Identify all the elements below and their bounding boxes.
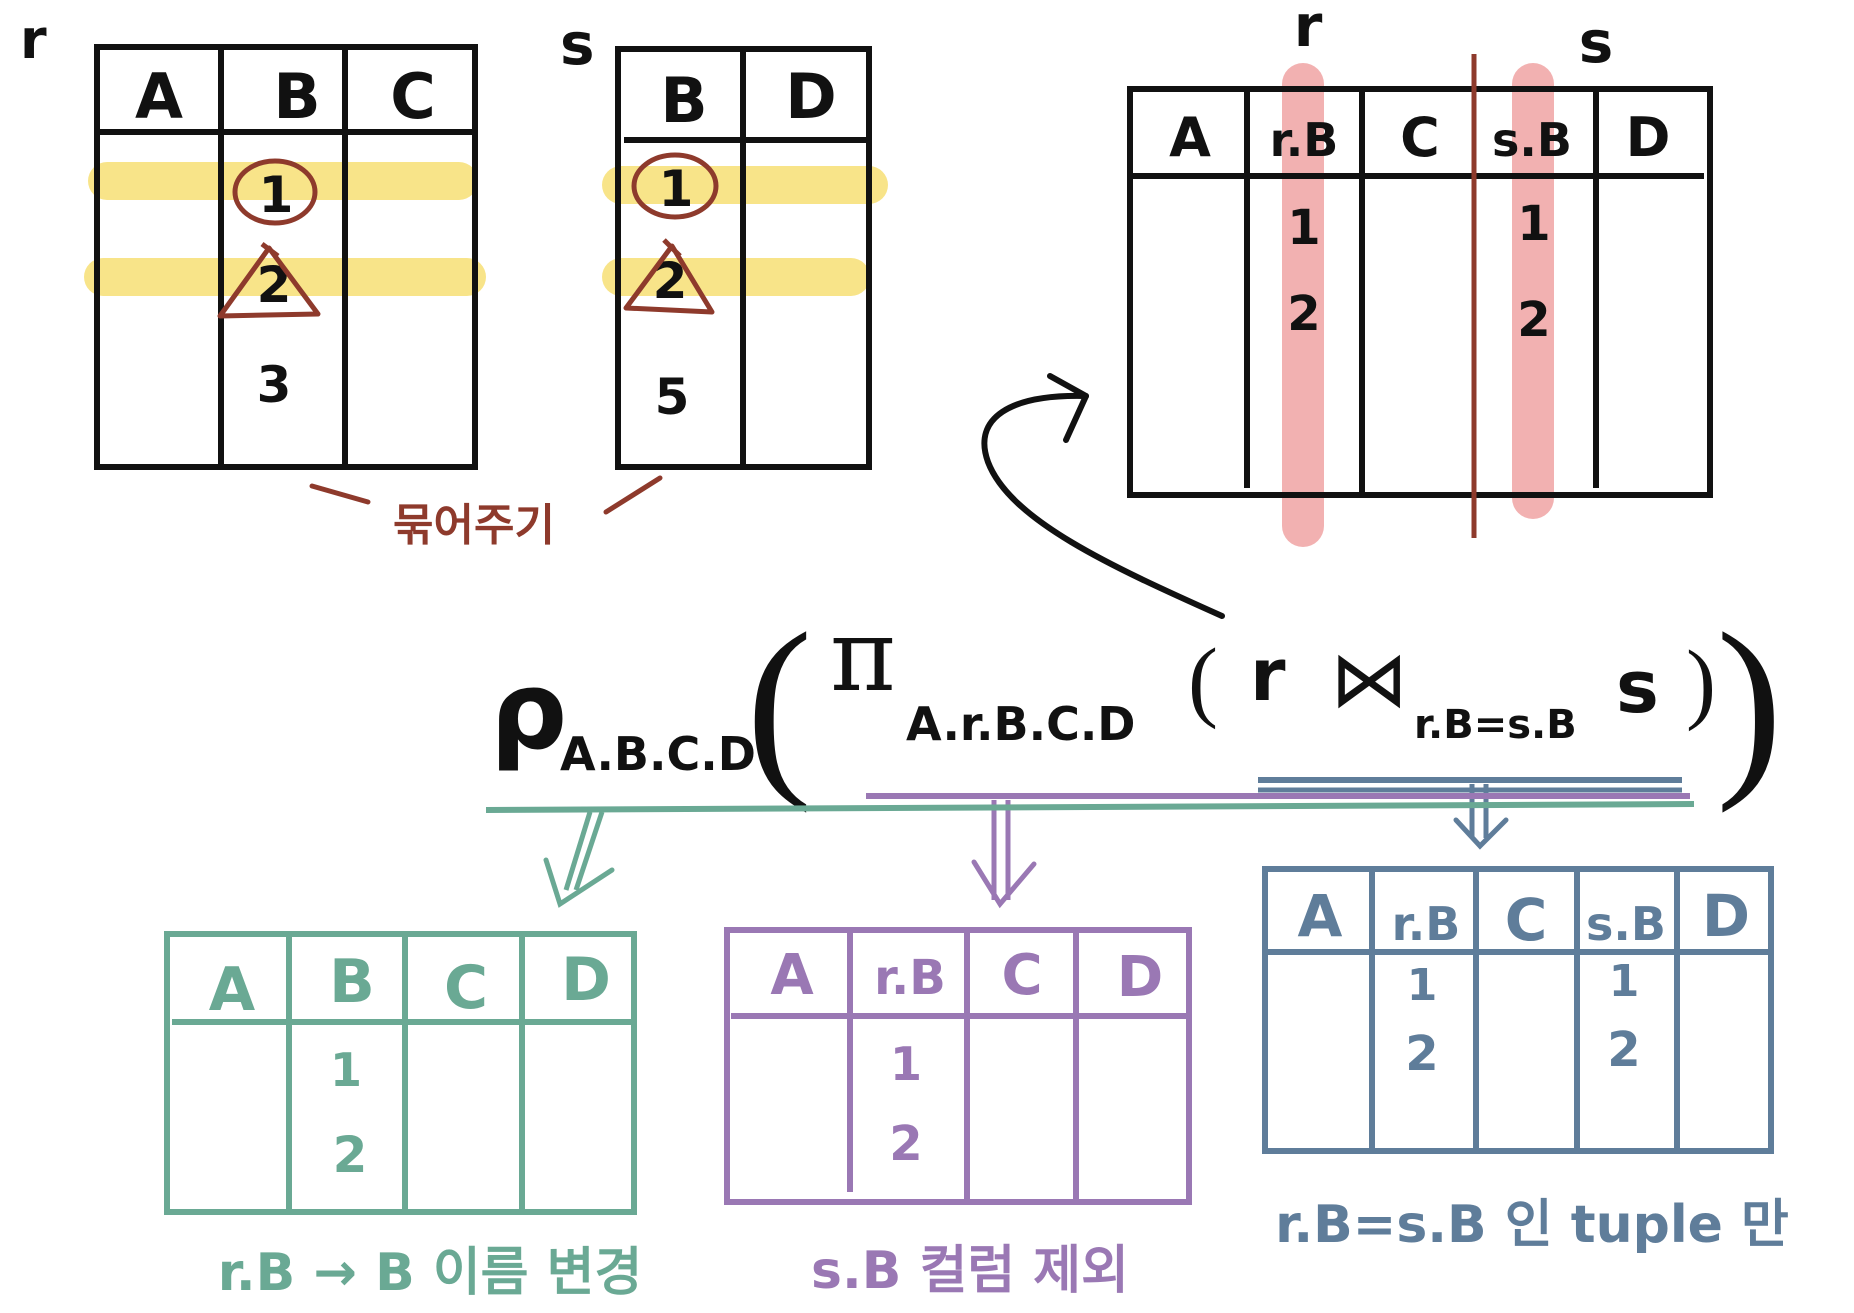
green-header-b: B	[329, 947, 375, 1017]
purple-header-c: C	[1001, 943, 1042, 1008]
joined-header-a: A	[1169, 106, 1211, 169]
green-b-value-1: 1	[330, 1043, 362, 1097]
table-r-value-1: 1	[259, 166, 294, 224]
green-header-d: D	[561, 945, 611, 1015]
circle-mark	[631, 152, 719, 220]
table-s-header-d: D	[785, 60, 836, 133]
table-s: s B D 1 2 5	[560, 10, 888, 470]
circle-mark	[232, 158, 318, 226]
right-operand: s	[1616, 645, 1659, 729]
join-subscript: r.B=s.B	[1414, 702, 1577, 748]
bind-note: 묶어주기	[393, 500, 555, 551]
joined-header-c: C	[1400, 106, 1440, 169]
purple-rb-value-1: 1	[890, 1037, 922, 1091]
curved-arrow	[981, 373, 1225, 619]
blue-sb-value-2: 2	[1607, 1022, 1640, 1078]
table-r-name: r	[20, 8, 47, 71]
purple-caption: s.B 컬럼 제외	[811, 1241, 1129, 1301]
highlight-row-2	[602, 258, 870, 296]
joined-header-rb: r.B	[1270, 113, 1339, 167]
expression: ρ A.B.C.D ( π A.r.B.C.D ( r ⋈ r.B=s.B s …	[490, 593, 1783, 814]
blue-table: A r.B C s.B D 1 2 1 2 r.B=s.B 인 tuple 만	[1262, 866, 1789, 1255]
rho-subscript: A.B.C.D	[560, 727, 756, 781]
joined-header-sb: s.B	[1492, 113, 1572, 167]
table-s-value-3: 5	[655, 368, 690, 426]
green-header-a: A	[209, 955, 256, 1025]
blue-header-sb: s.B	[1586, 897, 1666, 951]
joined-sb-value-2: 2	[1517, 292, 1550, 348]
green-table: A B C D 1 2 r.B → B 이름 변경	[164, 931, 643, 1303]
rho-symbol: ρ	[490, 649, 567, 774]
join-symbol: ⋈	[1330, 635, 1408, 725]
outer-close-paren: )	[1716, 593, 1783, 814]
table-r-header-a: A	[135, 60, 183, 133]
purple-rb-value-2: 2	[889, 1116, 922, 1172]
purple-table: A r.B C D 1 2 s.B 컬럼 제외	[724, 927, 1192, 1301]
table-s-header-b: B	[660, 64, 707, 137]
inner-close-paren: )	[1686, 633, 1716, 732]
joined-rb-value-2: 2	[1287, 286, 1320, 342]
joined-header-d: D	[1626, 106, 1671, 169]
purple-header-d: D	[1117, 945, 1163, 1010]
blue-header-rb: r.B	[1392, 897, 1461, 951]
triangle-mark	[217, 242, 321, 319]
table-r-value-3: 3	[257, 356, 292, 414]
table-s-name: s	[560, 10, 595, 78]
joined-label-s: s	[1579, 8, 1614, 76]
green-underline	[485, 801, 1695, 908]
inner-open-paren: (	[1188, 631, 1218, 730]
highlight-row-1	[88, 162, 478, 200]
purple-header-rb: r.B	[874, 950, 946, 1006]
joined-label-r: r	[1294, 0, 1323, 60]
pi-symbol: π	[830, 597, 896, 714]
blue-rb-value-1: 1	[1407, 960, 1438, 1011]
table-r-value-2: 2	[257, 256, 292, 314]
blue-underline	[1258, 777, 1682, 850]
purple-header-a: A	[770, 943, 814, 1008]
blue-caption: r.B=s.B 인 tuple 만	[1275, 1195, 1789, 1255]
highlight-row-2	[84, 258, 486, 296]
joined-sb-value-1: 1	[1517, 196, 1550, 252]
green-caption: r.B → B 이름 변경	[218, 1243, 643, 1303]
triangle-mark	[623, 238, 715, 315]
green-header-c: C	[444, 953, 488, 1023]
blue-header-c: C	[1505, 886, 1548, 954]
blue-header-a: A	[1298, 882, 1343, 950]
joined-rb-value-1: 1	[1287, 200, 1320, 256]
green-b-value-2: 2	[333, 1126, 368, 1184]
table-r-header-b: B	[273, 60, 320, 133]
table-r: r A B C 1 2 3	[20, 8, 486, 470]
joined-table: r s A r.B C s.B D 1 2 1 2	[1127, 0, 1713, 547]
bind-annotation: 묶어주기	[309, 475, 663, 551]
purple-underline	[866, 793, 1690, 909]
table-r-header-c: C	[390, 60, 436, 133]
pi-subscript: A.r.B.C.D	[906, 697, 1135, 751]
outer-open-paren: (	[746, 593, 813, 814]
left-operand: r	[1250, 633, 1286, 717]
blue-rb-value-2: 2	[1405, 1026, 1438, 1082]
blue-sb-value-1: 1	[1609, 956, 1640, 1007]
column-highlight-rb	[1282, 63, 1324, 547]
blue-header-d: D	[1702, 882, 1750, 950]
table-s-value-1: 1	[659, 160, 694, 218]
